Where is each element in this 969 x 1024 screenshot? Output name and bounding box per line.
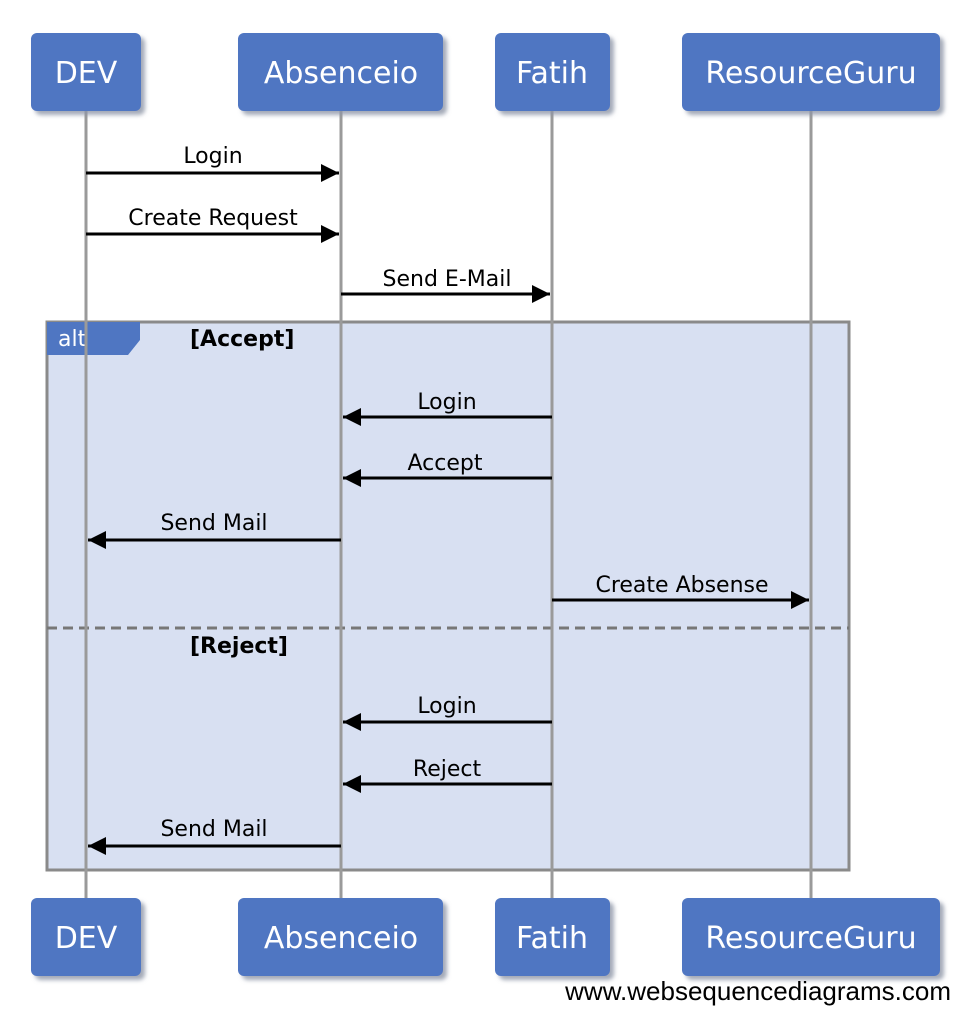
actors-bottom: DEV Absenceio Fatih ResourceGuru <box>31 898 940 976</box>
message-login: Login <box>86 144 339 182</box>
message-label: Login <box>417 390 476 415</box>
alt-frame-tab <box>47 322 140 355</box>
message-reject-login: Login <box>343 694 552 731</box>
message-accept-login: Login <box>343 390 552 426</box>
message-label: Send Mail <box>160 511 267 536</box>
message-label: Create Request <box>128 206 298 231</box>
actor-label: DEV <box>55 56 118 91</box>
actor-resourceguru-bottom: ResourceGuru <box>682 898 940 976</box>
alt-frame: alt [Accept] [Reject] <box>45 320 851 872</box>
message-accept: Accept <box>343 451 552 487</box>
message-create-absense: Create Absense <box>552 573 809 609</box>
actor-fatih-top: Fatih <box>495 33 610 111</box>
message-label: Reject <box>413 757 482 782</box>
alt-guard-accept: [Accept] <box>190 327 294 352</box>
message-label: Send E-Mail <box>383 267 512 292</box>
message-label: Send Mail <box>160 817 267 842</box>
message-reject-send-mail: Send Mail <box>88 817 341 855</box>
actor-label: Fatih <box>516 921 588 956</box>
actor-label: Absenceio <box>264 56 418 91</box>
alt-frame-label: alt <box>58 327 87 352</box>
actor-label: ResourceGuru <box>705 921 916 956</box>
lifelines <box>84 110 813 900</box>
actor-label: Fatih <box>516 56 588 91</box>
actor-label: DEV <box>55 921 118 956</box>
message-send-email: Send E-Mail <box>341 267 550 303</box>
message-reject: Reject <box>343 757 552 793</box>
actor-label: Absenceio <box>264 921 418 956</box>
alt-frame-box <box>45 320 851 872</box>
actor-resourceguru-top: ResourceGuru <box>682 33 940 111</box>
actor-label: ResourceGuru <box>705 56 916 91</box>
message-label: Create Absense <box>595 573 768 598</box>
actor-absenceio-top: Absenceio <box>238 33 443 111</box>
actor-dev-top: DEV <box>31 33 141 111</box>
message-label: Login <box>183 144 242 169</box>
message-label: Accept <box>408 451 483 476</box>
watermark: www.websequencediagrams.com <box>565 976 951 1006</box>
message-create-request: Create Request <box>86 206 339 243</box>
actor-absenceio-bottom: Absenceio <box>238 898 443 976</box>
message-label: Login <box>417 694 476 719</box>
actors-top: DEV Absenceio Fatih ResourceGuru <box>31 33 940 111</box>
alt-guard-reject: [Reject] <box>190 634 288 659</box>
messages: Login Create Request Send E-Mail Login A… <box>86 144 809 855</box>
actor-dev-bottom: DEV <box>31 898 141 976</box>
actor-fatih-bottom: Fatih <box>495 898 610 976</box>
message-accept-send-mail: Send Mail <box>88 511 341 549</box>
